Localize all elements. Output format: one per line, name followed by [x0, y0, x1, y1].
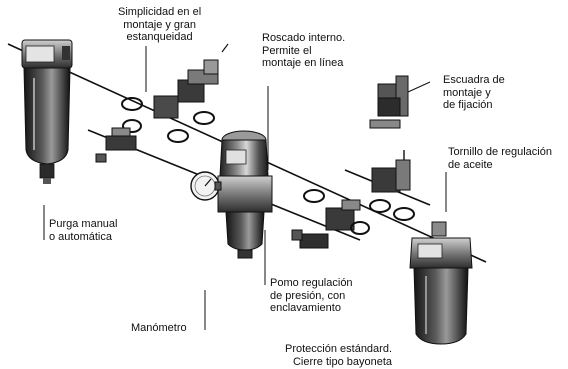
mounting-bracket-right	[369, 75, 415, 221]
modular-connector-middle-right	[291, 189, 370, 249]
regulator-unit-center	[190, 130, 273, 259]
label-tornillo: Tornillo de regulación de aceite	[448, 146, 552, 171]
label-proteccion: Protección estándard. Cierre tipo bayone…	[285, 343, 393, 368]
filter-unit-left	[21, 39, 73, 184]
label-pomo: Pomo regulación de presión, con enclavam…	[270, 277, 353, 314]
modular-connector-upper	[121, 43, 229, 125]
label-purga: Purga manual o automática	[49, 218, 118, 243]
label-simplicidad: Simplicidad en el montaje y gran estanqu…	[118, 6, 202, 43]
lubricator-unit-right	[409, 221, 473, 345]
label-manometro: Manómetro	[131, 322, 187, 334]
modular-connector-lower-left	[95, 119, 189, 163]
label-roscado: Roscado interno. Permite el montaje en l…	[262, 32, 346, 69]
label-escuadra: Escuadra de montaje y de fijación	[443, 74, 505, 111]
